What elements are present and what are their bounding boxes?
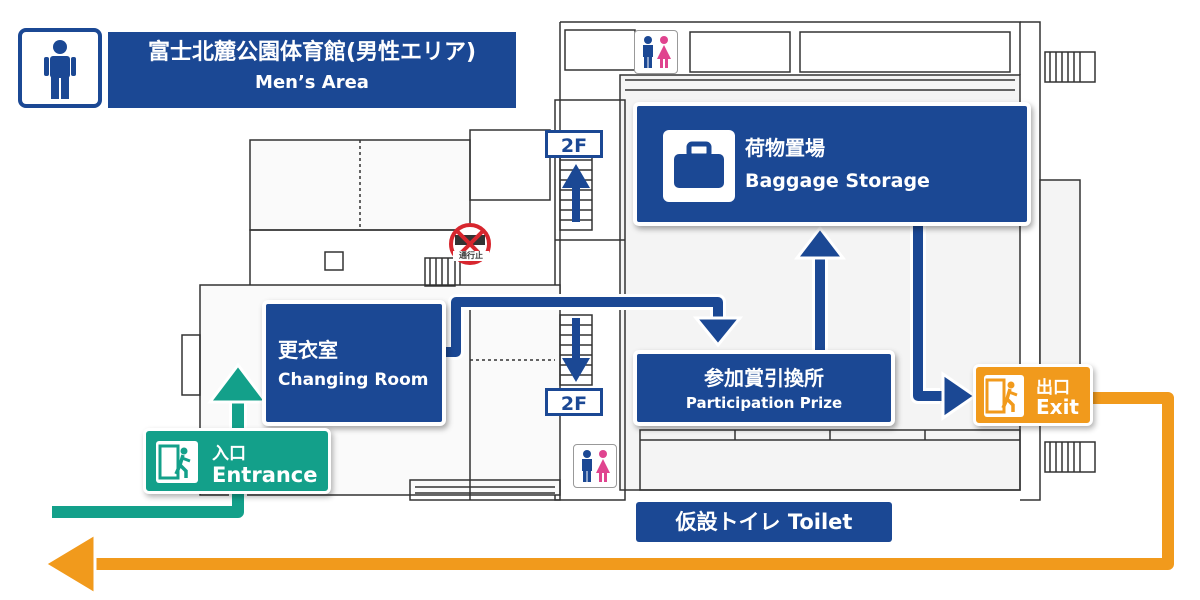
prize-exchange-area: 参加賞引換所 Participation Prize	[633, 350, 895, 426]
upstairs-arrow	[562, 164, 590, 222]
baggage-label-en: Baggage Storage	[745, 170, 930, 192]
arrowhead-to-exit	[941, 371, 978, 421]
header-icon-box	[18, 28, 102, 108]
exit-label-ja: 出口	[1036, 378, 1070, 398]
stairs-bottom-right	[1044, 441, 1096, 473]
stairs-top-right	[1044, 51, 1096, 83]
header-title-en: Men’s Area	[255, 72, 369, 93]
header-title-ja: 富士北麓公園体育館(男性エリア)	[147, 40, 477, 65]
entrance-label-ja: 入口	[212, 444, 246, 464]
temporary-toilet-label: 仮設トイレ Toilet	[636, 502, 892, 542]
door-exit-icon	[984, 375, 1024, 417]
changing-label-en: Changing Room	[278, 370, 429, 390]
downstairs-arrow	[562, 318, 590, 382]
door-enter-icon	[156, 441, 198, 483]
stairs-lower-corridor	[559, 314, 593, 386]
no-entry-label: 通行止	[453, 251, 489, 261]
suitcase-icon	[674, 141, 724, 188]
header-banner: 富士北麓公園体育館(男性エリア) Men’s Area	[18, 28, 516, 108]
restroom-icon	[573, 444, 617, 488]
entrance-label-en: Entrance	[212, 463, 318, 487]
man-icon	[44, 40, 76, 99]
changing-room-area: 更衣室 Changing Room	[262, 300, 446, 426]
exit-route-arrowhead	[42, 531, 97, 597]
baggage-label-ja: 荷物置場	[745, 136, 825, 160]
floor-tag-lower: 2F	[545, 388, 603, 416]
exit-sign: 出口 Exit	[973, 364, 1093, 426]
exit-label-en: Exit	[1036, 395, 1079, 419]
flow-arrow-baggage-to-exit	[913, 222, 945, 401]
entrance-sign: 入口 Entrance	[143, 428, 331, 494]
floor-tag-upper: 2F	[545, 130, 603, 158]
restroom-icon	[634, 30, 678, 74]
flow-arrow-changing-to-prize	[440, 297, 723, 357]
arrowhead-to-baggage	[793, 225, 847, 260]
header-title-bar: 富士北麓公園体育館(男性エリア) Men’s Area	[108, 32, 516, 108]
arrowhead-to-prize	[692, 316, 744, 348]
entrance-route-arrowhead	[206, 362, 270, 404]
prize-label-en: Participation Prize	[685, 394, 843, 412]
baggage-storage-area: 荷物置場 Baggage Storage	[633, 102, 1031, 226]
suitcase-icon-box	[663, 130, 735, 202]
changing-label-ja: 更衣室	[278, 338, 338, 362]
prize-label-ja: 参加賞引換所	[704, 366, 824, 390]
stairs-left	[424, 257, 456, 287]
